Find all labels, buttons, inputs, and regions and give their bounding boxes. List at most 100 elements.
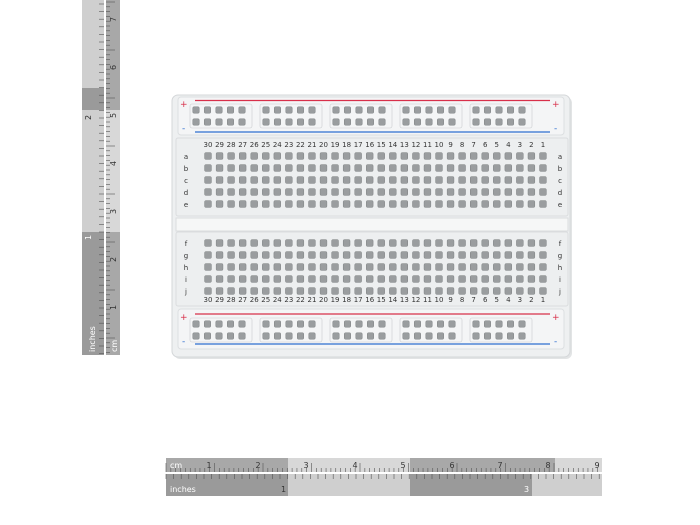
terminal-hole [273, 152, 281, 160]
terminal-hole [470, 164, 478, 172]
terminal-hole [354, 263, 362, 271]
terminal-hole [285, 251, 293, 259]
terminal-hole [423, 152, 432, 160]
terminal-hole [331, 200, 339, 208]
terminal-hole [354, 176, 362, 184]
rail-hole [355, 332, 363, 340]
rail-hole [495, 332, 503, 340]
terminal-hole [342, 164, 351, 172]
terminal-hole [504, 263, 512, 271]
terminal-hole [423, 200, 432, 208]
terminal-hole [458, 152, 466, 160]
terminal-hole [285, 239, 293, 247]
horizontal-ruler-cm-number: 2 [255, 461, 260, 470]
terminal-hole [239, 176, 247, 184]
terminal-hole [227, 275, 235, 283]
terminal-hole [527, 152, 536, 160]
rail-hole [518, 332, 526, 340]
terminal-hole [400, 200, 409, 208]
column-number: 20 [319, 296, 328, 304]
rail-hole [297, 118, 304, 126]
vertical-ruler-cm-number: 7 [109, 17, 118, 22]
terminal-hole [446, 164, 455, 172]
terminal-hole [516, 275, 524, 283]
terminal-hole [215, 188, 224, 196]
rail-hole [238, 106, 246, 114]
terminal-hole [446, 152, 455, 160]
terminal-hole [285, 188, 293, 196]
bottom-power-rail [177, 308, 565, 350]
terminal-hole [412, 287, 420, 295]
top-rail-plus-right: + [552, 100, 560, 110]
column-number: 29 [215, 141, 224, 149]
rail-hole [484, 106, 491, 114]
terminal-hole [342, 152, 351, 160]
terminal-hole [204, 176, 212, 184]
column-number: 3 [518, 296, 522, 304]
terminal-hole [331, 188, 339, 196]
row-letter: b [184, 165, 189, 173]
terminal-hole [215, 275, 224, 283]
terminal-hole [262, 200, 270, 208]
rail-hole [367, 106, 374, 114]
terminal-hole [423, 263, 432, 271]
column-number: 25 [261, 296, 270, 304]
column-number: 26 [250, 296, 259, 304]
terminal-hole [250, 188, 258, 196]
rail-hole [308, 320, 316, 328]
terminal-hole [400, 164, 409, 172]
terminal-hole [273, 200, 281, 208]
row-letter: f [559, 240, 562, 248]
terminal-hole [527, 239, 536, 247]
rail-hole [262, 332, 270, 340]
rail-hole [425, 118, 433, 126]
rail-hole [367, 320, 374, 328]
terminal-hole [389, 251, 397, 259]
terminal-hole [308, 263, 316, 271]
terminal-hole [377, 275, 385, 283]
terminal-hole [458, 239, 466, 247]
rail-hole [204, 118, 211, 126]
terminal-hole [250, 275, 258, 283]
terminal-hole [250, 251, 258, 259]
terminal-hole [354, 275, 362, 283]
terminal-hole [539, 275, 547, 283]
column-number: 28 [227, 141, 236, 149]
terminal-hole [400, 263, 409, 271]
terminal-hole [389, 164, 397, 172]
terminal-hole [481, 200, 489, 208]
terminal-hole [493, 176, 501, 184]
rail-hole [495, 118, 503, 126]
terminal-hole [262, 263, 270, 271]
horizontal-ruler-cm-number: 1 [206, 461, 211, 470]
column-number: 9 [448, 296, 452, 304]
terminal-hole [273, 275, 281, 283]
column-number: 12 [411, 141, 420, 149]
terminal-hole [493, 275, 501, 283]
terminal-hole [204, 251, 212, 259]
terminal-hole [377, 200, 385, 208]
terminal-hole [215, 164, 224, 172]
terminal-hole [470, 239, 478, 247]
terminal-hole [446, 200, 455, 208]
column-number: 7 [471, 141, 475, 149]
terminal-hole [273, 176, 281, 184]
rail-hole [507, 118, 514, 126]
terminal-hole [308, 152, 316, 160]
terminal-hole [215, 263, 224, 271]
terminal-hole [308, 200, 316, 208]
terminal-hole [308, 176, 316, 184]
terminal-hole [296, 200, 305, 208]
terminal-hole [342, 200, 351, 208]
terminal-hole [470, 251, 478, 259]
terminal-hole [493, 164, 501, 172]
terminal-hole [516, 239, 524, 247]
rail-hole [507, 106, 514, 114]
column-number: 20 [319, 141, 328, 149]
terminal-hole [435, 251, 443, 259]
terminal-hole [423, 287, 432, 295]
column-number: 27 [238, 296, 247, 304]
